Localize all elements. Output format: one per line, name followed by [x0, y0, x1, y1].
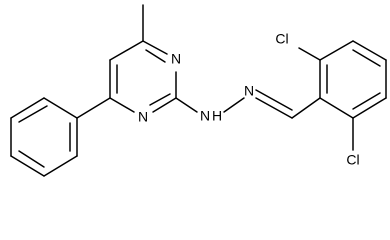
bond: [76, 97, 111, 119]
atom-label-n-imine: N: [244, 83, 254, 99]
bond: [352, 92, 381, 110]
pyrimidine-ring: [109, 40, 177, 113]
bond: [142, 40, 168, 55]
bond: [145, 49, 166, 63]
atom-label-cl-top: Cl: [275, 31, 288, 47]
atom-label-n-bottom: N: [138, 109, 148, 125]
bond: [43, 155, 78, 177]
bond: [18, 150, 45, 168]
dichlorophenyl-ring: [298, 40, 387, 151]
bond: [255, 97, 293, 119]
bond: [43, 97, 78, 119]
bond: [255, 89, 293, 111]
atom-label-cl-bottom: Cl: [346, 152, 359, 168]
bond: [352, 40, 387, 61]
bond: [298, 47, 321, 61]
bond: [223, 97, 245, 113]
bond: [352, 97, 387, 119]
bond: [152, 97, 177, 113]
atom-label-n-top: N: [171, 51, 181, 67]
bond: [18, 105, 48, 123]
phenyl-ring: [10, 97, 111, 177]
hydrazone-linker: [175, 89, 321, 119]
chemical-structure: N N N H N Cl Cl: [10, 4, 387, 177]
bond: [10, 155, 45, 177]
bond: [175, 97, 198, 113]
bond: [319, 97, 354, 119]
bond: [149, 93, 171, 106]
bond: [109, 97, 135, 113]
bond: [352, 49, 381, 67]
atom-label-nh: N: [200, 108, 210, 124]
atom-label-h: H: [212, 108, 222, 124]
bond: [291, 97, 321, 119]
bond: [109, 40, 144, 61]
bond: [10, 97, 45, 119]
bond: [319, 40, 354, 61]
